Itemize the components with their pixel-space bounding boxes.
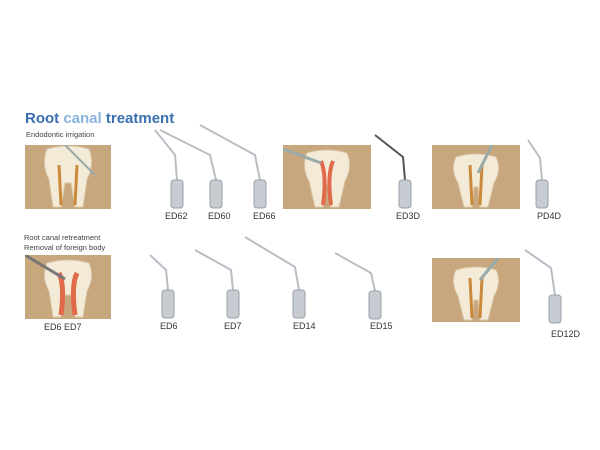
tip-ed14-drawing [244, 236, 306, 319]
page-title: Root canal treatment [25, 110, 174, 127]
tooth-image-retreatment [25, 255, 111, 319]
section-retreatment: Root canal retreatment [24, 233, 101, 242]
tip-ed66-drawing [199, 124, 267, 209]
section-foreign-body: Removal of foreign body [24, 243, 106, 252]
tip-ed15-drawing [334, 252, 382, 320]
tip-ed60-drawing [159, 129, 223, 209]
tip-ed60-label: ED60 [208, 211, 231, 221]
tip-ed7-label: ED7 [224, 321, 242, 331]
tip-ed6-drawing [149, 254, 175, 319]
tip-ed12d-drawing [524, 249, 562, 324]
tooth-image-ed3d [283, 145, 371, 209]
tip-ed62-drawing [154, 129, 184, 209]
tip-ed3d-label: ED3D [396, 211, 421, 221]
tip-ed66-label: ED66 [253, 211, 276, 221]
title-word-3: treatment [105, 110, 175, 127]
tooth-image-pd4d [432, 145, 520, 209]
tip-ed7-drawing [194, 249, 240, 319]
tip-ed3d-drawing [374, 134, 412, 209]
tip-pd4d-label: PD4D [537, 211, 562, 221]
tip-ed62-label: ED62 [165, 211, 188, 221]
tip-ed15-label: ED15 [370, 321, 393, 331]
tooth-illustration [452, 258, 500, 321]
tooth-illustration [283, 147, 351, 208]
tooth-image-irrigation [25, 145, 111, 209]
tip-ed6-ed7-label: ED6 ED7 [44, 322, 82, 332]
tip-ed12d-label: ED12D [551, 329, 581, 339]
title-word-2: canal [63, 110, 102, 127]
section-irrigation: Endodontic irrigation [26, 130, 95, 139]
tooth-image-ed12d [432, 258, 520, 322]
tip-pd4d-drawing [527, 139, 549, 209]
tooth-illustration [43, 145, 96, 208]
tooth-illustration [25, 255, 93, 318]
tip-ed6-label: ED6 [160, 321, 178, 331]
tip-ed14-label: ED14 [293, 321, 316, 331]
title-word-1: Root [25, 110, 60, 127]
tooth-illustration [452, 145, 500, 208]
